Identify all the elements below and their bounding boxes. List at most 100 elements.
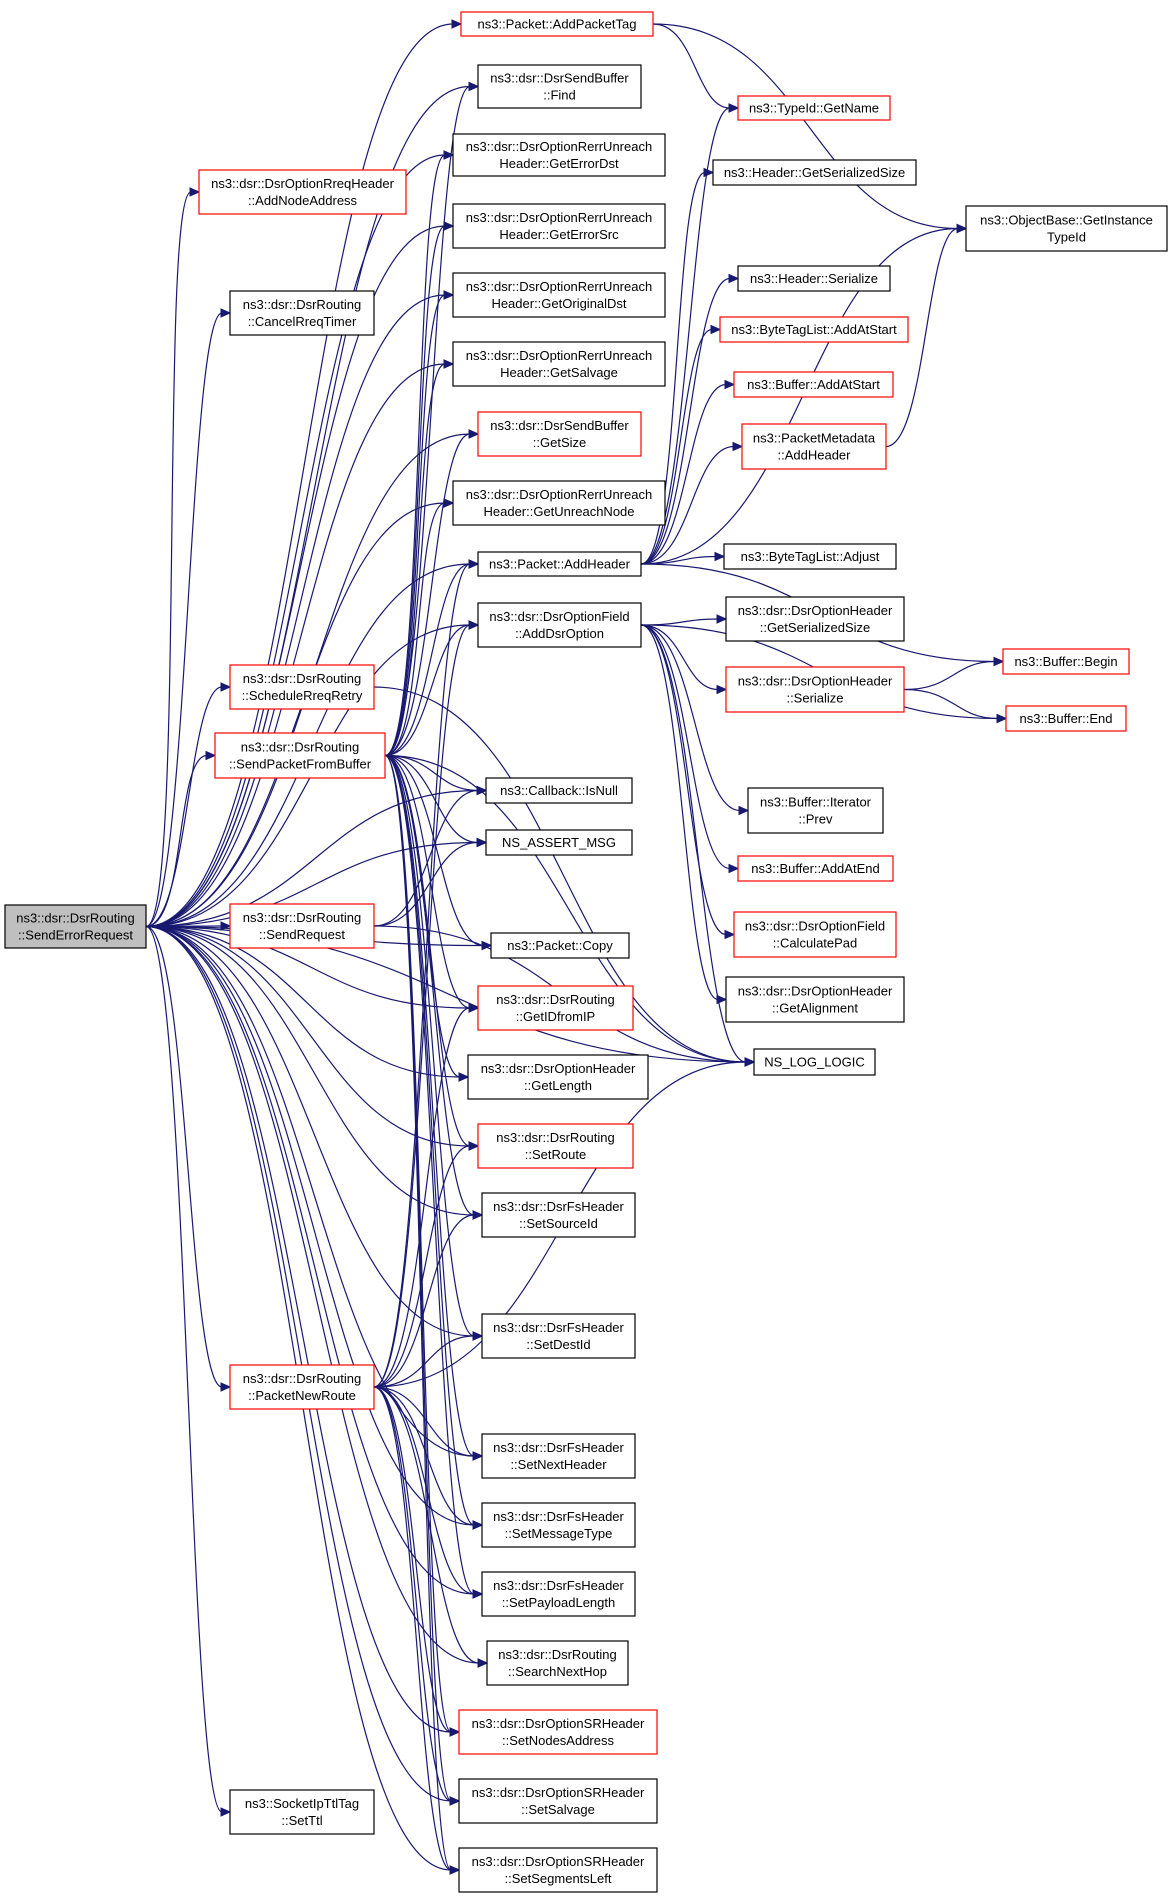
node-label: ::SendPacketFromBuffer: [229, 757, 372, 772]
node-buf-end[interactable]: ns3::Buffer::End: [1005, 705, 1127, 732]
node-label: ns3::dsr::DsrFsHeader: [493, 1320, 624, 1335]
node-fs-payload[interactable]: ns3::dsr::DsrFsHeader::SetPayloadLength: [481, 1571, 636, 1617]
node-rerr-salvage[interactable]: ns3::dsr::DsrOptionRerrUnreachHeader::Ge…: [452, 341, 666, 387]
edge-arrowhead: [443, 359, 455, 369]
edge-line: [384, 624, 471, 757]
node-label: ::GetAlignment: [772, 1001, 858, 1016]
node-search-next-hop[interactable]: ns3::dsr::DsrRouting::SearchNextHop: [486, 1640, 629, 1686]
node-get-id-from-ip[interactable]: ns3::dsr::DsrRouting::GetIDfromIP: [477, 985, 634, 1031]
node-rerr-error-dst[interactable]: ns3::dsr::DsrOptionRerrUnreachHeader::Ge…: [452, 133, 666, 177]
edge-arrowhead: [220, 1382, 232, 1392]
node-rreq-add-node[interactable]: ns3::dsr::DsrOptionRreqHeader::AddNodeAd…: [198, 169, 407, 215]
node-box: [229, 1364, 375, 1410]
edge-root-to-rreq-add-node: [145, 187, 201, 928]
node-root[interactable]: ns3::dsr::DsrRouting::SendErrorRequest: [4, 904, 147, 949]
node-sr-salvage[interactable]: ns3::dsr::DsrOptionSRHeader::SetSalvage: [458, 1778, 658, 1824]
edge-line: [652, 23, 959, 230]
edge-line: [373, 1386, 475, 1457]
node-fs-dest-id[interactable]: ns3::dsr::DsrFsHeader::SetDestId: [481, 1313, 636, 1359]
node-fs-src-id[interactable]: ns3::dsr::DsrFsHeader::SetSourceId: [481, 1192, 636, 1238]
node-type-id-name[interactable]: ns3::TypeId::GetName: [737, 95, 891, 121]
node-box: [723, 543, 897, 570]
edge-line: [903, 688, 999, 720]
edge-pm-add-header-to-obj-instance: [885, 223, 968, 448]
node-sr-nodes[interactable]: ns3::dsr::DsrOptionSRHeader::SetNodesAdd…: [458, 1709, 658, 1755]
edge-opt-hdr-serialize-to-buf-end: [903, 688, 1008, 724]
node-opt-hdr-ser-size[interactable]: ns3::dsr::DsrOptionHeader::GetSerialized…: [725, 596, 905, 642]
node-send-from-buf[interactable]: ns3::dsr::DsrRouting::SendPacketFromBuff…: [214, 732, 386, 779]
edge-line: [373, 1386, 452, 1802]
node-assert-msg[interactable]: NS_ASSERT_MSG: [485, 829, 633, 856]
node-fs-msg-type[interactable]: ns3::dsr::DsrFsHeader::SetMessageType: [481, 1502, 636, 1548]
node-label: ns3::Buffer::End: [1020, 711, 1113, 726]
node-socket-ttl[interactable]: ns3::SocketIpTtlTag::SetTtl: [229, 1789, 375, 1835]
node-pm-add-header[interactable]: ns3::PacketMetadata::AddHeader: [741, 423, 887, 470]
node-send-buf-find[interactable]: ns3::dsr::DsrSendBuffer::Find: [477, 64, 642, 109]
edge-line: [145, 686, 223, 928]
node-label: ::GetSerializedSize: [760, 620, 871, 635]
node-add-packet-tag[interactable]: ns3::Packet::AddPacketTag: [460, 11, 654, 37]
edge-arrowhead: [220, 308, 232, 318]
node-set-route[interactable]: ns3::dsr::DsrRouting::SetRoute: [477, 1123, 634, 1169]
edge-line: [145, 23, 454, 928]
node-calc-pad[interactable]: ns3::dsr::DsrOptionField::CalculatePad: [733, 911, 897, 958]
node-btl-add-start[interactable]: ns3::ByteTagList::AddAtStart: [719, 316, 909, 343]
node-buf-add-start[interactable]: ns3::Buffer::AddAtStart: [733, 371, 894, 398]
node-box: [733, 911, 897, 958]
node-buf-begin[interactable]: ns3::Buffer::Begin: [1002, 648, 1130, 675]
edge-line: [373, 841, 479, 927]
node-buf-add-end[interactable]: ns3::Buffer::AddAtEnd: [737, 855, 894, 882]
edge-arrowhead: [449, 1865, 461, 1875]
node-btl-adjust[interactable]: ns3::ByteTagList::Adjust: [723, 543, 897, 570]
node-box: [481, 1571, 636, 1617]
node-send-request[interactable]: ns3::dsr::DsrRouting::SendRequest: [229, 903, 375, 949]
edge-add-dsr-option-to-buf-iter-prev: [640, 624, 750, 816]
node-cb-is-null[interactable]: ns3::Callback::IsNull: [485, 777, 633, 804]
node-hdr-serialize[interactable]: ns3::Header::Serialize: [737, 265, 891, 292]
edge-line: [145, 925, 223, 1388]
node-send-buf-size[interactable]: ns3::dsr::DsrSendBuffer::GetSize: [477, 411, 642, 457]
node-box: [1002, 648, 1130, 675]
node-box: [737, 265, 891, 292]
node-label: ns3::dsr::DsrRouting: [16, 911, 135, 926]
edge-arrowhead: [443, 498, 455, 508]
node-add-header[interactable]: ns3::Packet::AddHeader: [477, 551, 642, 577]
node-opt-hdr-serialize[interactable]: ns3::dsr::DsrOptionHeader::Serialize: [725, 666, 905, 713]
node-label: ns3::Packet::AddHeader: [489, 557, 631, 572]
edge-pkt-new-route-to-sr-salvage: [373, 1386, 461, 1806]
edge-arrowhead: [451, 19, 463, 29]
node-box: [467, 1054, 649, 1100]
node-label: ns3::dsr::DsrOptionField: [745, 919, 885, 934]
node-schedule-rreq[interactable]: ns3::dsr::DsrRouting::ScheduleRreqRetry: [229, 664, 375, 710]
node-add-dsr-option[interactable]: ns3::dsr::DsrOptionField::AddDsrOption: [477, 602, 642, 648]
node-rerr-orig-dst[interactable]: ns3::dsr::DsrOptionRerrUnreachHeader::Ge…: [452, 272, 666, 318]
edge-line: [384, 754, 471, 1147]
node-sr-seg-left[interactable]: ns3::dsr::DsrOptionSRHeader::SetSegments…: [458, 1847, 658, 1893]
node-buf-iter-prev[interactable]: ns3::Buffer::Iterator::Prev: [747, 787, 884, 834]
node-opt-hdr-align[interactable]: ns3::dsr::DsrOptionHeader::GetAlignment: [725, 976, 905, 1023]
edge-line: [384, 225, 446, 757]
node-label: ::AddNodeAddress: [248, 193, 358, 208]
edge-add-dsr-option-to-opt-hdr-align: [640, 624, 728, 1005]
node-pkt-copy[interactable]: ns3::Packet::Copy: [490, 932, 630, 959]
node-log-logic[interactable]: NS_LOG_LOGIC: [753, 1048, 876, 1076]
node-cancel-rreq[interactable]: ns3::dsr::DsrRouting::CancelRreqTimer: [229, 290, 375, 336]
edge-line: [640, 624, 741, 812]
edge-root-to-cancel-rreq: [145, 308, 232, 928]
node-fs-next-hdr[interactable]: ns3::dsr::DsrFsHeader::SetNextHeader: [481, 1433, 636, 1479]
edge-arrowhead: [744, 1057, 756, 1067]
node-label: Header::GetErrorSrc: [499, 227, 619, 242]
node-label: ns3::dsr::DsrOptionRerrUnreach: [466, 487, 652, 502]
edge-line: [640, 624, 731, 870]
node-rerr-error-src[interactable]: ns3::dsr::DsrOptionRerrUnreachHeader::Ge…: [452, 203, 666, 249]
edge-line: [384, 754, 475, 1216]
edge-line: [373, 1214, 475, 1388]
node-hdr-ser-size[interactable]: ns3::Header::GetSerializedSize: [712, 159, 917, 186]
node-rerr-unreach[interactable]: ns3::dsr::DsrOptionRerrUnreachHeader::Ge…: [452, 480, 666, 526]
node-pkt-new-route[interactable]: ns3::dsr::DsrRouting::PacketNewRoute: [229, 1364, 375, 1410]
node-opt-hdr-len[interactable]: ns3::dsr::DsrOptionHeader::GetLength: [467, 1054, 649, 1100]
edge-line: [145, 925, 475, 1526]
edge-line: [640, 624, 727, 936]
edge-root-to-add-packet-tag: [145, 19, 463, 928]
